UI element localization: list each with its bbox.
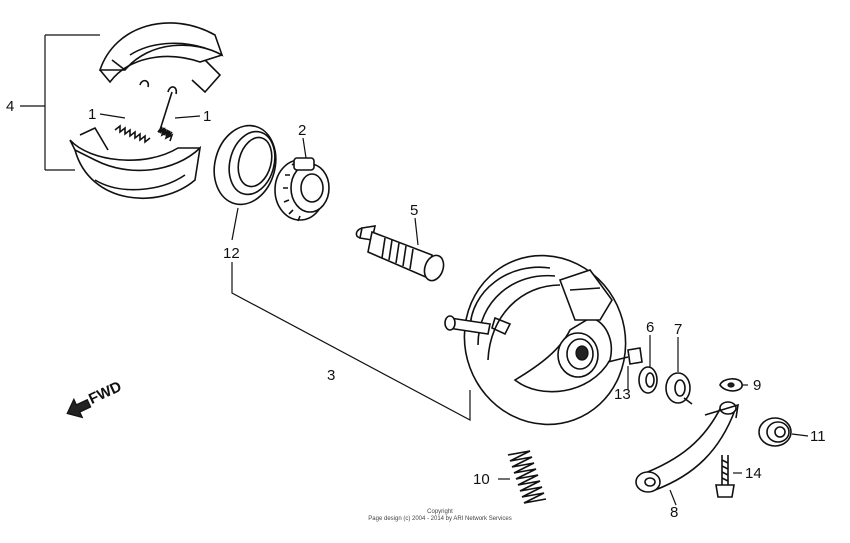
callout-13: 13: [614, 386, 631, 403]
wear-indicator-7: [665, 372, 693, 405]
callout-3: 3: [327, 367, 335, 384]
brake-shoe-lower: [69, 126, 202, 199]
copyright-line-2: Page design (c) 2004 - 2014 by ARI Netwo…: [368, 516, 512, 522]
callout-7: 7: [674, 321, 682, 338]
callout-5: 5: [410, 202, 418, 219]
callout-1-left: 1: [88, 106, 96, 123]
callout-9: 9: [753, 377, 761, 394]
clip-9: [719, 378, 743, 392]
brake-arm-8: [635, 401, 739, 493]
fwd-label: FWD: [86, 378, 124, 408]
washer-6: [638, 366, 658, 394]
callout-2: 2: [298, 122, 306, 139]
bolt-13: [607, 347, 643, 365]
callout-labels: 4 1 1 2 12 5 3 6 7 13 9 11 14 8 10: [6, 98, 826, 521]
nut-11: [758, 417, 792, 447]
callout-6: 6: [646, 319, 654, 336]
callout-1-right: 1: [203, 108, 211, 125]
arrow-icon: [66, 397, 92, 419]
callout-8: 8: [670, 504, 678, 521]
brake-shoe-upper: [98, 22, 224, 94]
callout-11: 11: [810, 428, 826, 445]
leader-lines: [20, 34, 809, 506]
callout-4: 4: [6, 98, 14, 115]
fwd-indicator: FWD: [66, 378, 124, 419]
callout-10: 10: [473, 471, 490, 488]
callout-14: 14: [745, 465, 762, 482]
shoe-spring-right: [157, 86, 178, 142]
shoe-spring-left: [114, 79, 151, 144]
bolt-14: [715, 455, 735, 498]
copyright-line-1: Copyright: [427, 509, 453, 515]
callout-12: 12: [223, 245, 240, 262]
brake-panel: [444, 254, 627, 426]
oil-seal: [213, 124, 277, 206]
speedometer-gear: [274, 157, 330, 222]
brake-cam: [355, 225, 445, 282]
spring-10: [507, 450, 547, 504]
